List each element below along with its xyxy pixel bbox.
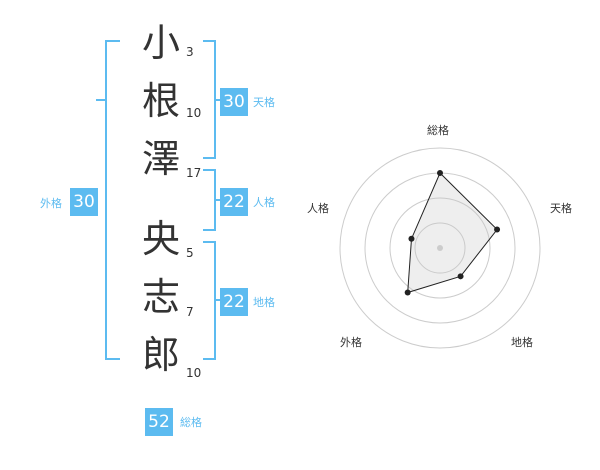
chikaku-badge: 22 bbox=[220, 288, 248, 316]
stroke-count-6: 10 bbox=[186, 366, 202, 380]
tenkaku-label: 天格 bbox=[253, 96, 275, 109]
radar-point-4 bbox=[404, 289, 411, 296]
stroke-count-5: 7 bbox=[186, 305, 194, 319]
radar-point-2 bbox=[494, 226, 501, 233]
radar-axis-label: 天格 bbox=[550, 202, 572, 215]
radar-axis-label: 総格 bbox=[427, 124, 449, 137]
radar-axis-label: 外格 bbox=[340, 336, 362, 349]
jinkaku-label: 人格 bbox=[253, 196, 275, 209]
stroke-count-4: 5 bbox=[186, 246, 194, 260]
tenkaku-badge: 30 bbox=[220, 88, 248, 116]
radar-ring bbox=[414, 222, 466, 274]
gaikaku-badge: 30 bbox=[70, 188, 98, 216]
name-char-3: 澤 bbox=[141, 137, 180, 181]
stroke-count-2: 10 bbox=[186, 106, 202, 120]
stroke-count-3: 17 bbox=[186, 166, 202, 180]
radar-center-dot bbox=[437, 245, 443, 251]
chikaku-label: 地格 bbox=[253, 296, 275, 309]
gaikaku-label: 外格 bbox=[40, 197, 62, 210]
radar-ring bbox=[389, 197, 491, 299]
name-char-5: 志 bbox=[141, 275, 180, 319]
name-char-4: 央 bbox=[141, 217, 180, 261]
name-char-6: 郎 bbox=[141, 333, 180, 377]
radar-point-1 bbox=[437, 170, 443, 176]
gaikaku-bracket bbox=[105, 40, 120, 360]
stroke-count-1: 3 bbox=[186, 45, 194, 59]
name-char-2: 根 bbox=[141, 79, 180, 123]
soukaku-badge: 52 bbox=[145, 408, 173, 436]
radar-point-5 bbox=[408, 235, 415, 242]
jinkaku-badge: 22 bbox=[220, 188, 248, 216]
soukaku-label: 総格 bbox=[180, 416, 202, 429]
radar-axis-label: 地格 bbox=[511, 336, 533, 349]
radar-ring bbox=[339, 147, 541, 349]
name-char-1: 小 bbox=[141, 21, 180, 65]
radar-series-polygon bbox=[407, 172, 498, 294]
radar-point-3 bbox=[457, 273, 464, 280]
radar-axis-label: 人格 bbox=[307, 202, 329, 215]
